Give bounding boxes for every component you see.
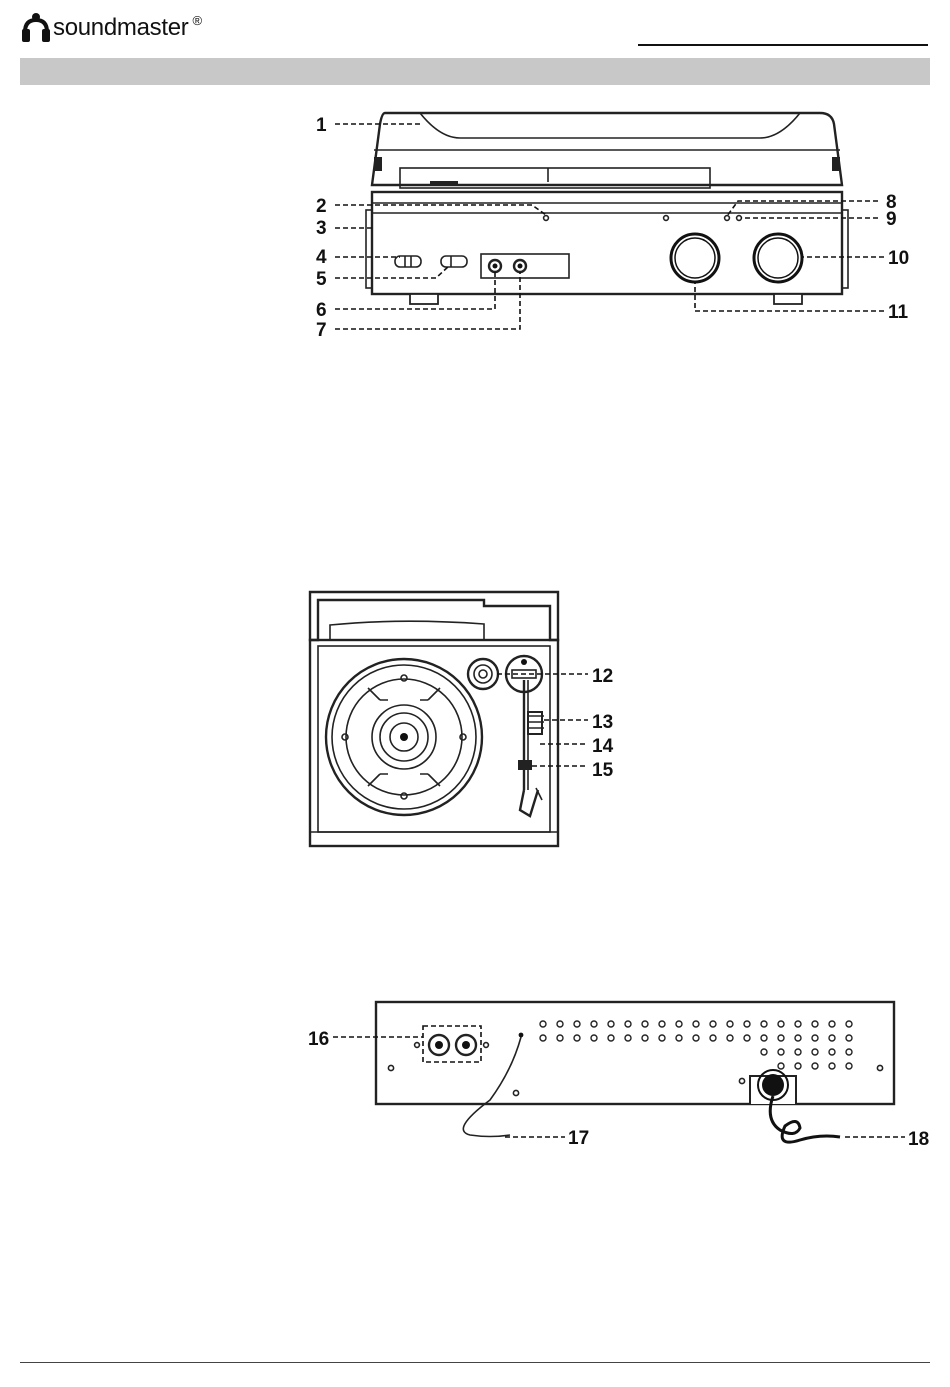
vent-hole — [608, 1035, 614, 1041]
vent-hole — [540, 1021, 546, 1027]
vent-hole — [625, 1021, 631, 1027]
vent-hole — [676, 1021, 682, 1027]
vent-hole — [727, 1021, 733, 1027]
vent-hole — [778, 1063, 784, 1069]
vent-hole — [625, 1035, 631, 1041]
vent-hole — [659, 1021, 665, 1027]
vent-hole — [846, 1035, 852, 1041]
vent-hole — [744, 1035, 750, 1041]
vent-hole — [574, 1021, 580, 1027]
vent-hole — [812, 1035, 818, 1041]
vent-hole — [812, 1063, 818, 1069]
vent-hole — [846, 1063, 852, 1069]
vent-hole — [795, 1035, 801, 1041]
vent-hole — [846, 1049, 852, 1055]
vent-hole — [795, 1021, 801, 1027]
vent-hole — [608, 1021, 614, 1027]
back-view-diagram: 16 17 18 — [0, 0, 950, 1200]
vent-hole — [812, 1049, 818, 1055]
vent-hole — [591, 1021, 597, 1027]
vent-hole — [846, 1021, 852, 1027]
callout-18: 18 — [908, 1129, 929, 1150]
vent-hole — [557, 1035, 563, 1041]
vent-hole — [829, 1049, 835, 1055]
vent-hole — [778, 1035, 784, 1041]
vent-hole — [829, 1063, 835, 1069]
vent-hole — [642, 1021, 648, 1027]
callout-16: 16 — [308, 1029, 329, 1050]
power-cord-grommet — [762, 1074, 784, 1096]
footer-rule — [20, 1362, 930, 1363]
vent-hole — [591, 1035, 597, 1041]
vent-hole — [761, 1035, 767, 1041]
vent-hole — [829, 1021, 835, 1027]
vent-hole — [574, 1035, 580, 1041]
vent-hole — [659, 1035, 665, 1041]
vent-hole — [795, 1049, 801, 1055]
back-body-outline — [376, 1002, 894, 1104]
vent-hole — [727, 1035, 733, 1041]
vent-hole — [710, 1035, 716, 1041]
vent-hole — [676, 1035, 682, 1041]
vent-hole — [812, 1021, 818, 1027]
vent-hole — [642, 1035, 648, 1041]
vent-hole — [710, 1021, 716, 1027]
vent-hole — [557, 1021, 563, 1027]
vent-hole — [761, 1021, 767, 1027]
vent-hole — [795, 1063, 801, 1069]
vent-hole — [744, 1021, 750, 1027]
callout-17: 17 — [568, 1128, 589, 1149]
vent-hole — [778, 1049, 784, 1055]
vent-hole — [778, 1021, 784, 1027]
vent-hole — [693, 1035, 699, 1041]
vent-hole — [540, 1035, 546, 1041]
vent-holes — [540, 1021, 852, 1069]
rca-box — [423, 1026, 481, 1062]
vent-hole — [761, 1049, 767, 1055]
vent-hole — [693, 1021, 699, 1027]
vent-hole — [829, 1035, 835, 1041]
